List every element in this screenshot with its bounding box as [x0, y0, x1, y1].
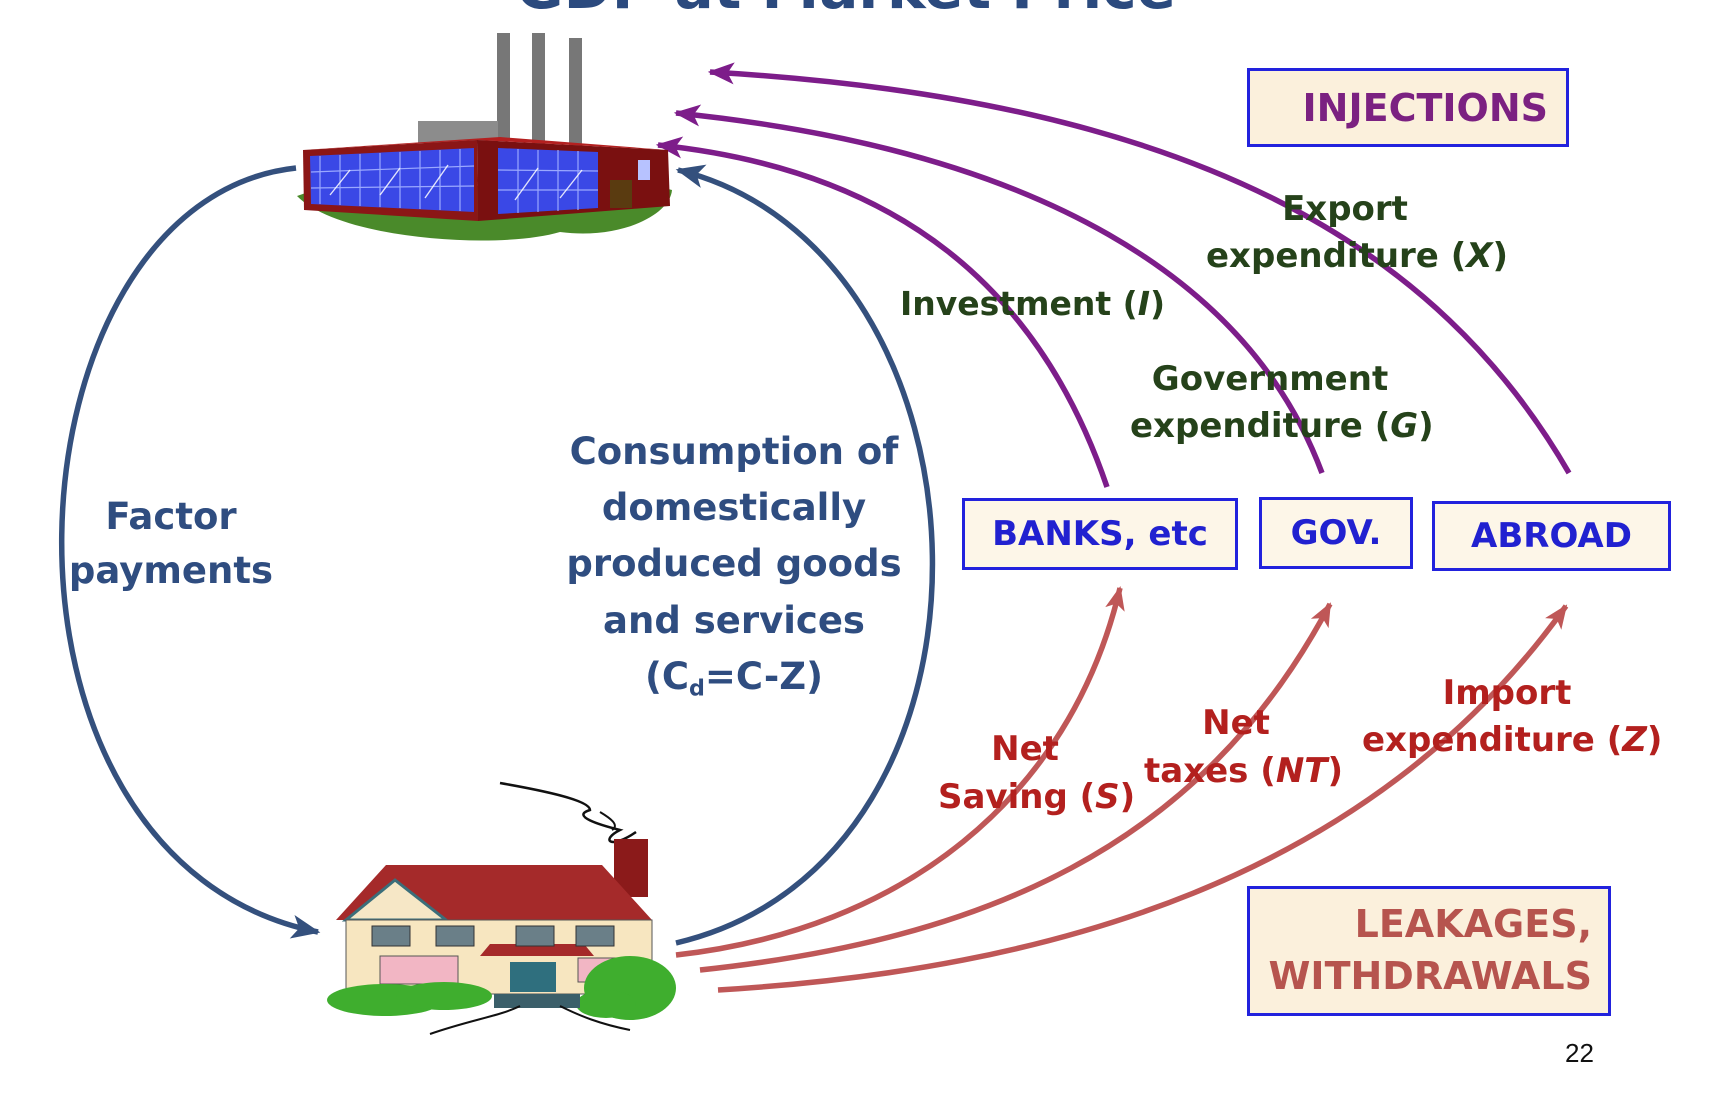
slide-title: GDP at Market Price [516, 0, 1176, 22]
factory-icon [297, 33, 672, 241]
consumption-arrow [675, 164, 936, 946]
consumption-label: Consumption of domestically produced goo… [566, 424, 902, 706]
leakages-box: LEAKAGES, WITHDRAWALS [1247, 886, 1611, 1016]
net-saving-label: Net Saving (S) [938, 729, 1136, 817]
investment-arrow [655, 136, 1110, 488]
factor-payments-line2: payments [68, 548, 274, 592]
consumption-line2: domestically [601, 486, 867, 530]
import-expenditure-arrow [717, 604, 1569, 993]
export-expenditure-label: Export expenditure (X) [1206, 189, 1509, 276]
leakages-line2: WITHDRAWALS [1268, 954, 1592, 998]
consumption-line3: produced goods [566, 542, 902, 586]
net-saving-arrow [675, 586, 1125, 958]
factor-payments-label: Factor payments [68, 490, 274, 597]
page-number: 22 [1565, 1038, 1594, 1068]
factor-payments-arrow [58, 165, 321, 939]
import-expenditure-label: Import expenditure (Z) [1362, 673, 1663, 760]
government-expenditure-label: Government expenditure (G) [1130, 359, 1434, 446]
abroad-box: ABROAD [1432, 501, 1671, 571]
leakages-line1: LEAKAGES, [1354, 902, 1592, 947]
consumption-formula: (Cd=C-Z) [644, 654, 824, 702]
consumption-line1: Consumption of [569, 430, 899, 473]
gov-box: GOV. [1259, 497, 1413, 569]
net-taxes-arrow [699, 602, 1333, 973]
banks-box: BANKS, etc [962, 498, 1238, 570]
net-taxes-label: Net taxes (NT) [1144, 703, 1344, 791]
government-expenditure-arrow [673, 104, 1325, 474]
injections-box: INJECTIONS [1247, 68, 1569, 147]
house-icon [327, 781, 676, 1035]
consumption-line4: and services [603, 598, 865, 642]
export-expenditure-arrow [707, 62, 1572, 475]
factor-payments-line1: Factor [105, 495, 237, 538]
investment-label: Investment (I) [900, 284, 1166, 323]
